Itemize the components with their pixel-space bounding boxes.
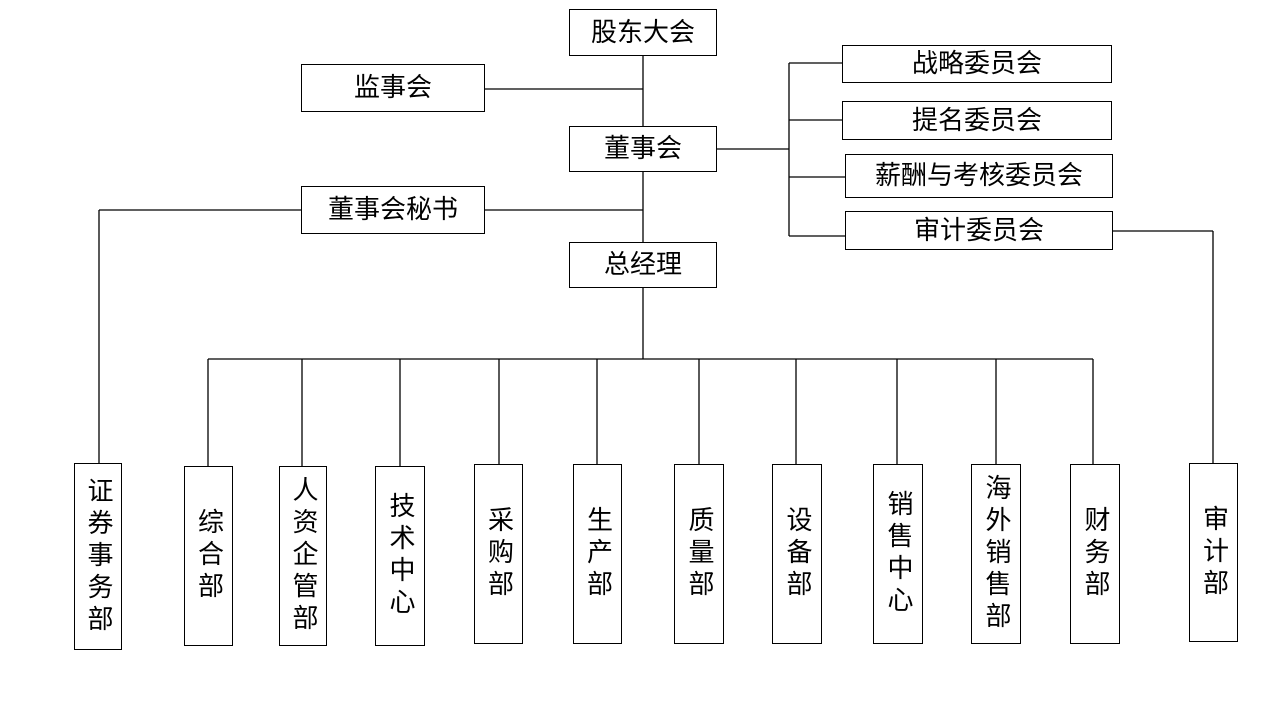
dept-securities-affairs: 证券事务部 (74, 463, 122, 650)
board-secretary-node: 董事会秘书 (301, 186, 485, 234)
dept-audit: 审计部 (1189, 463, 1238, 642)
dept-equipment-label: 设备部 (782, 506, 812, 602)
dept-production-label: 生产部 (582, 506, 613, 602)
nomination-committee-node: 提名委员会 (842, 101, 1112, 140)
compensation-committee-node: 薪酬与考核委员会 (845, 154, 1113, 198)
dept-finance: 财务部 (1070, 464, 1120, 644)
general-manager-node: 总经理 (569, 242, 717, 288)
dept-audit-label: 审计部 (1198, 504, 1229, 601)
dept-purchasing: 采购部 (474, 464, 523, 644)
audit-committee-node: 审计委员会 (845, 211, 1113, 250)
dept-general-label: 综合部 (193, 508, 224, 604)
dept-quality: 质量部 (674, 464, 724, 644)
dept-purchasing-label: 采购部 (483, 506, 514, 602)
dept-overseas-sales-label: 海外销售部 (981, 474, 1011, 634)
dept-quality-label: 质量部 (684, 506, 714, 602)
dept-overseas-sales: 海外销售部 (971, 464, 1021, 644)
supervisory-board-node: 监事会 (301, 64, 485, 112)
dept-securities-affairs-label: 证券事务部 (83, 476, 113, 637)
dept-tech-center: 技术中心 (375, 466, 425, 646)
dept-hr-management: 人资企管部 (279, 466, 327, 646)
board-of-directors-node: 董事会 (569, 126, 717, 172)
dept-hr-management-label: 人资企管部 (288, 476, 318, 636)
dept-sales-center: 销售中心 (873, 464, 923, 644)
dept-finance-label: 财务部 (1080, 506, 1110, 602)
shareholders-meeting-node: 股东大会 (569, 9, 717, 56)
strategy-committee-node: 战略委员会 (842, 45, 1112, 83)
dept-general: 综合部 (184, 466, 233, 646)
dept-equipment: 设备部 (772, 464, 822, 644)
dept-production: 生产部 (573, 464, 622, 644)
dept-sales-center-label: 销售中心 (883, 490, 913, 618)
dept-tech-center-label: 技术中心 (385, 492, 415, 620)
